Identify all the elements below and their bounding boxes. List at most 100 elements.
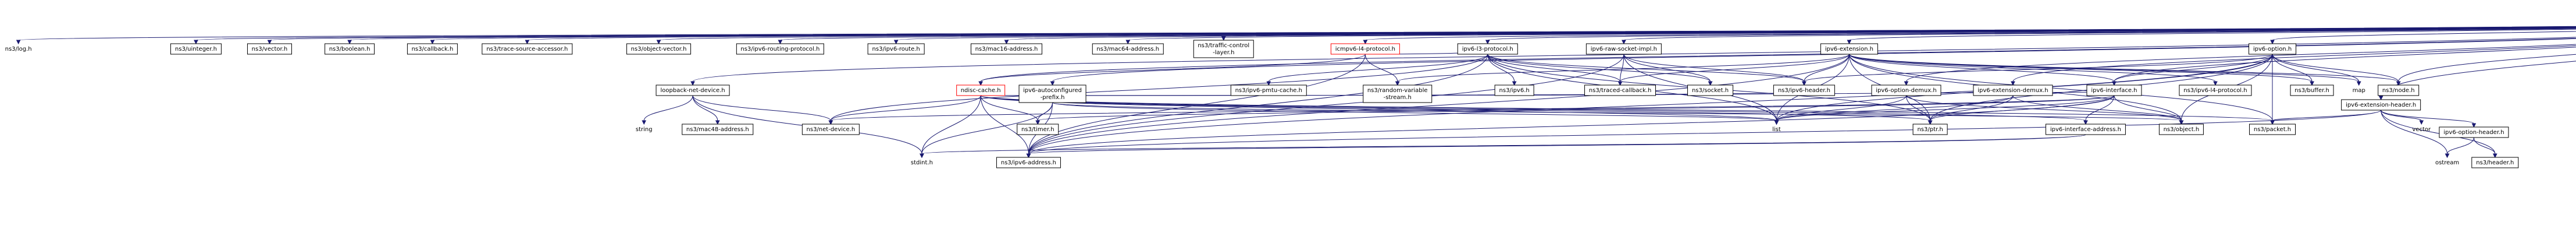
node-ipv6-extension-header[interactable]: ipv6-extension-header.h: [2341, 99, 2421, 111]
edge-ipv6-l3-protocol-h-to-traced-callback: [1487, 54, 1621, 82]
node-traffic-control-layer[interactable]: ns3/traffic-control-layer.h: [1193, 40, 1254, 58]
node-ipv6-raw-socket-impl[interactable]: ipv6-raw-socket-impl.h: [1585, 43, 1662, 55]
arrowhead-ipv6-option-to-node: [2396, 81, 2401, 86]
node-label-list: list: [1772, 126, 1781, 133]
node-ipv6-option-demux[interactable]: ipv6-option-demux.h: [1871, 84, 1941, 96]
arrowhead-root-to-traffic-control-layer: [1221, 36, 1226, 41]
node-ipv6-l3-protocol-h[interactable]: ipv6-l3-protocol.h: [1457, 43, 1518, 55]
node-list[interactable]: list: [1772, 126, 1781, 133]
node-boolean[interactable]: ns3/boolean.h: [325, 43, 375, 55]
edge-root-to-icmpv6-l4-protocol: [1364, 27, 2576, 41]
node-log[interactable]: ns3/log.h: [5, 46, 32, 52]
node-object[interactable]: ns3/object.h: [2158, 124, 2204, 135]
node-ipv6-l4-protocol[interactable]: ns3/ipv6-l4-protocol.h: [2179, 84, 2252, 96]
node-icmpv6-l4-protocol[interactable]: icmpv6-l4-protocol.h: [1330, 43, 1400, 55]
node-ipv6-extension[interactable]: ipv6-extension.h: [1820, 43, 1878, 55]
node-ipv6-pmtu-cache[interactable]: ns3/ipv6-pmtu-cache.h: [1230, 84, 1307, 96]
edge-ipv6-l3-protocol-h-to-ipv6: [1487, 54, 1515, 82]
node-label-vector: ns3/vector.h: [252, 46, 288, 52]
edge-loopback-net-device-to-net-device: [692, 95, 831, 121]
node-ipv6-option-header[interactable]: ipv6-option-header.h: [2439, 126, 2509, 138]
node-uinteger[interactable]: ns3/uinteger.h: [170, 43, 222, 55]
node-box-header: [2471, 157, 2519, 168]
edge-ipv6-autoconfigured-prefix-to-list: [1052, 102, 1777, 121]
edge-ipv6-interface-to-timer: [1037, 95, 2115, 121]
node-stdint[interactable]: stdint.h: [911, 160, 933, 166]
node-ipv6-autoconfigured-prefix[interactable]: ipv6-autoconfigured-prefix.h: [1018, 84, 1086, 103]
node-label-ipv6-autoconfigured-prefix-line1: ipv6-autoconfigured: [1023, 87, 1082, 94]
edge-root-to-ipv6-extension-header: [2381, 61, 2576, 97]
node-label-stdint: stdint.h: [911, 160, 933, 166]
arrowhead-ipv6-option-header-to-header: [2492, 153, 2497, 158]
node-ipv6-interface[interactable]: ipv6-interface.h: [2086, 84, 2142, 96]
edge-ipv6-extension-header-to-packet: [2272, 110, 2382, 121]
node-ipv6-option[interactable]: ipv6-option.h: [2249, 43, 2297, 55]
edge-root-to-ipv6-option-demux: [1905, 44, 2576, 82]
node-mac64-address[interactable]: ns3/mac64-address.h: [1092, 43, 1164, 55]
node-ipv6-route[interactable]: ns3/ipv6-route.h: [867, 43, 925, 55]
arrowhead-root-to-ipv6-option: [2270, 40, 2275, 45]
node-string[interactable]: string: [636, 126, 653, 133]
node-label-ipv6-raw-socket-impl: ipv6-raw-socket-impl.h: [1591, 46, 1657, 52]
node-mac16-address[interactable]: ns3/mac16-address.h: [970, 43, 1042, 55]
node-ipv6-interface-address[interactable]: ipv6-interface-address.h: [2045, 124, 2126, 135]
node-ostream[interactable]: ostream: [2435, 160, 2459, 166]
arrowhead-ipv6-interface-address-to-stdint: [920, 153, 924, 158]
node-header[interactable]: ns3/header.h: [2471, 157, 2519, 168]
edge-root-to-ipv6-l3-protocol-h: [1487, 27, 2576, 41]
node-trace-source-accessor[interactable]: ns3/trace-source-accessor.h: [482, 43, 573, 55]
edge-ipv6-extension-to-ipv6-address: [1028, 54, 1850, 154]
node-ipv6-routing-protocol[interactable]: ns3/ipv6-routing-protocol.h: [736, 43, 824, 55]
edge-ipv6-autoconfigured-prefix-to-object: [1052, 102, 2182, 121]
node-packet[interactable]: ns3/packet.h: [2249, 124, 2296, 135]
arrowhead-loopback-net-device-to-string: [642, 120, 647, 125]
node-mac48-address[interactable]: ns3/mac48-address.h: [682, 124, 754, 135]
node-ipv6-extension-demux[interactable]: ipv6-extension-demux.h: [1973, 84, 2053, 96]
arrowhead-ipv6-interface-address-to-ipv6-address: [1026, 153, 1031, 158]
node-box-ipv6-autoconfigured-prefix: [1018, 84, 1086, 103]
node-box-ipv6-extension: [1820, 43, 1878, 55]
node-box-ipv6-option: [2249, 43, 2297, 55]
node-callback[interactable]: ns3/callback.h: [407, 43, 458, 55]
node-label-traffic-control-layer-line1: ns3/traffic-control: [1198, 43, 1249, 49]
node-box-uinteger: [170, 43, 222, 55]
node-socket[interactable]: ns3/socket.h: [1687, 84, 1734, 96]
node-box-boolean: [325, 43, 375, 55]
arrowhead-root-to-ipv6-extension: [1847, 40, 1852, 45]
edge-ipv6-l3-protocol-h-to-socket: [1487, 54, 1711, 82]
node-ipv6-header[interactable]: ns3/ipv6-header.h: [1773, 84, 1835, 96]
edge-ipv6-extension-header-to-vector-std: [2381, 110, 2422, 121]
edge-ipv6-extension-header-to-ostream: [2381, 110, 2448, 154]
node-box-ipv6-routing-protocol: [736, 43, 824, 55]
node-net-device[interactable]: ns3/net-device.h: [801, 124, 860, 135]
node-vector[interactable]: ns3/vector.h: [247, 43, 292, 55]
edge-ipv6-option-to-ipv6-address: [1028, 54, 2273, 154]
edge-root-to-ipv6-raw-socket-impl: [1623, 28, 2576, 41]
node-loopback-net-device[interactable]: loopback-net-device.h: [655, 84, 730, 96]
node-label-uinteger: ns3/uinteger.h: [175, 46, 217, 52]
node-ipv6[interactable]: ns3/ipv6.h: [1494, 84, 1534, 96]
arrowhead-root-to-ipv6-l3-protocol-h: [1485, 40, 1490, 45]
node-vector-std[interactable]: vector: [2412, 126, 2431, 133]
arrowhead-root-to-ipv6-autoconfigured-prefix: [1050, 81, 1055, 86]
node-box-trace-source-accessor: [482, 43, 573, 55]
node-label-ipv6-interface: ipv6-interface.h: [2091, 87, 2137, 94]
node-label-random-variable-stream-line1: ns3/random-variable: [1367, 87, 1428, 94]
node-ptr[interactable]: ns3/ptr.h: [1912, 124, 1948, 135]
node-label-ipv6-header: ns3/ipv6-header.h: [1778, 87, 1830, 94]
node-ipv6-address[interactable]: ns3/ipv6-address.h: [996, 157, 1061, 168]
arrowhead-ipv6-option-to-ipv6-header: [1802, 81, 1807, 86]
node-random-variable-stream[interactable]: ns3/random-variable-stream.h: [1363, 84, 1433, 103]
node-object-vector[interactable]: ns3/object-vector.h: [626, 43, 692, 55]
arrowhead-ipv6-l3-protocol-h-to-ipv6: [1512, 81, 1517, 86]
node-node[interactable]: ns3/node.h: [2378, 84, 2420, 96]
node-ndisc-cache[interactable]: ndisc-cache.h: [956, 84, 1006, 96]
edge-ipv6-option-to-map: [2272, 54, 2360, 82]
node-traced-callback[interactable]: ns3/traced-callback.h: [1584, 84, 1656, 96]
node-map[interactable]: map: [2353, 87, 2365, 94]
node-buffer[interactable]: ns3/buffer.h: [2290, 84, 2334, 96]
node-timer[interactable]: ns3/timer.h: [1017, 124, 1059, 135]
node-box-ipv6-extension-header: [2341, 99, 2421, 111]
node-label-loopback-net-device: loopback-net-device.h: [661, 87, 725, 94]
arrowhead-root-to-trace-source-accessor: [525, 40, 530, 45]
